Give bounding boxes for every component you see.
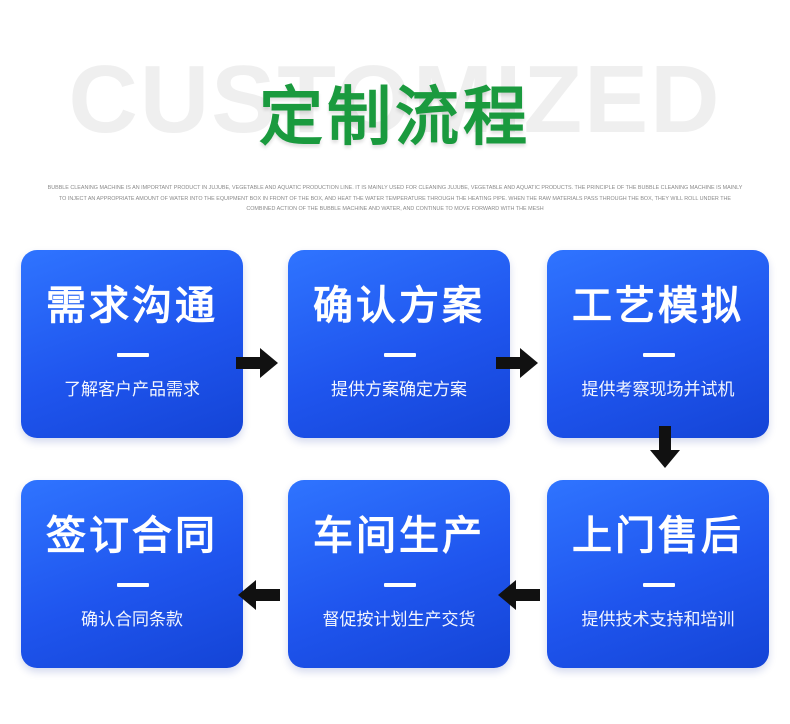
arrow-right-icon bbox=[496, 346, 540, 380]
step-card-confirm-plan: 确认方案 提供方案确定方案 bbox=[288, 250, 510, 438]
step-title: 确认方案 bbox=[313, 283, 485, 329]
step-card-contract: 签订合同 确认合同条款 bbox=[21, 480, 243, 668]
step-divider bbox=[643, 583, 675, 587]
step-card-requirements: 需求沟通 了解客户产品需求 bbox=[21, 250, 243, 438]
page-title: 定制流程 bbox=[259, 81, 531, 155]
arrow-right-icon bbox=[236, 346, 280, 380]
step-subtitle: 提供考察现场并试机 bbox=[581, 380, 735, 400]
step-divider bbox=[643, 353, 675, 357]
watermark-text: CUSTOMIZED bbox=[68, 46, 722, 153]
step-title: 上门售后 bbox=[572, 513, 744, 559]
step-title: 需求沟通 bbox=[46, 283, 218, 329]
arrow-left-icon bbox=[236, 578, 280, 612]
step-divider bbox=[384, 353, 416, 357]
step-subtitle: 确认合同条款 bbox=[81, 610, 183, 630]
step-card-process-simulation: 工艺模拟 提供考察现场并试机 bbox=[547, 250, 769, 438]
step-card-production: 车间生产 督促按计划生产交货 bbox=[288, 480, 510, 668]
step-title: 车间生产 bbox=[313, 513, 485, 559]
step-subtitle: 了解客户产品需求 bbox=[64, 380, 200, 400]
step-title: 工艺模拟 bbox=[572, 283, 744, 329]
arrow-left-icon bbox=[496, 578, 540, 612]
step-subtitle: 督促按计划生产交货 bbox=[322, 610, 476, 630]
arrow-down-icon bbox=[648, 426, 682, 470]
step-subtitle: 提供技术支持和培训 bbox=[581, 610, 735, 630]
step-divider bbox=[117, 583, 149, 587]
step-divider bbox=[384, 583, 416, 587]
step-card-after-sales: 上门售后 提供技术支持和培训 bbox=[547, 480, 769, 668]
step-subtitle: 提供方案确定方案 bbox=[331, 380, 467, 400]
description-text: BUBBLE CLEANING MACHINE IS AN IMPORTANT … bbox=[47, 185, 743, 212]
step-title: 签订合同 bbox=[46, 513, 218, 559]
step-divider bbox=[117, 353, 149, 357]
